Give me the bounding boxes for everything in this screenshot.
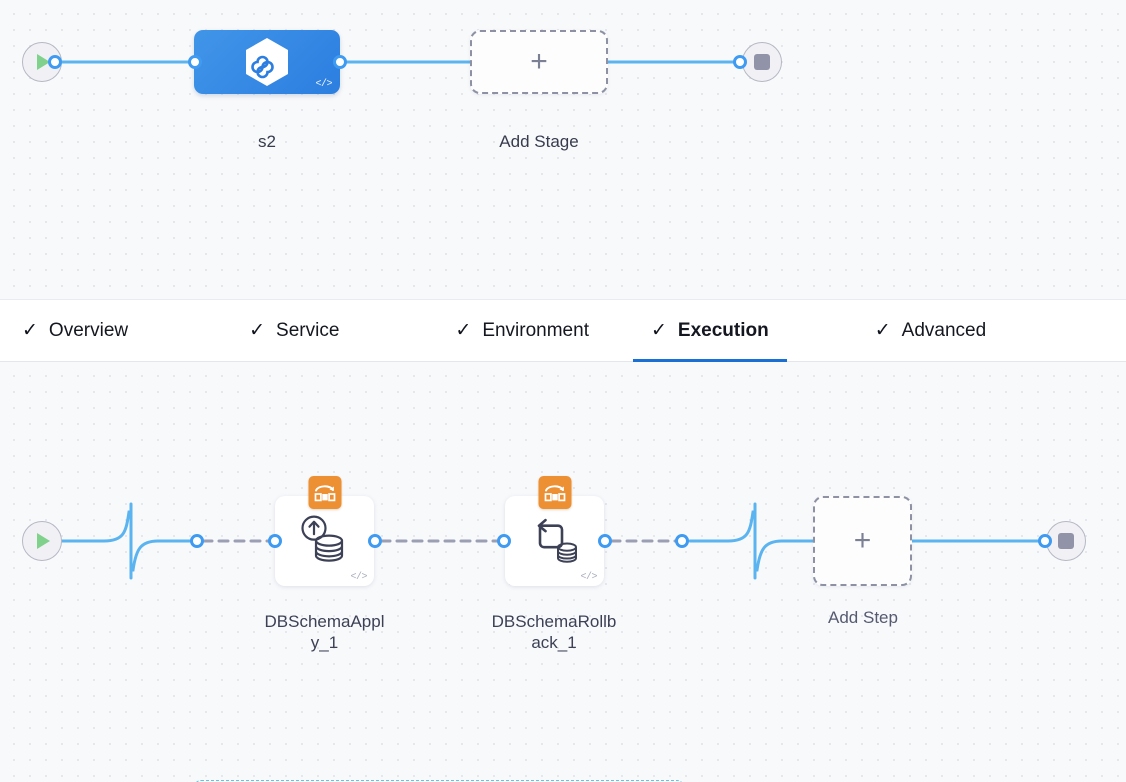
step-group-exit-port[interactable] xyxy=(675,534,689,548)
step-node-dbschemarollback-label: DBSchemaRollb ack_1 xyxy=(466,612,642,653)
code-icon[interactable]: </> xyxy=(350,572,367,583)
tab-advanced[interactable]: ✓ Advanced xyxy=(857,299,1004,362)
stage-s2-input-port[interactable] xyxy=(188,55,202,69)
play-icon xyxy=(37,54,50,70)
pipeline-stage-canvas[interactable]: </> s2 + Add Stage xyxy=(0,0,1126,299)
step-apply-input-port[interactable] xyxy=(268,534,282,548)
plus-icon: + xyxy=(853,524,872,557)
step-rollback-input-port[interactable] xyxy=(497,534,511,548)
stage-s2-output-port[interactable] xyxy=(333,55,347,69)
stage-end-port[interactable] xyxy=(733,55,747,69)
step-label-line-1: DBSchemaAppl xyxy=(264,612,385,631)
check-icon: ✓ xyxy=(874,320,891,341)
db-schema-migration-badge-icon xyxy=(538,476,571,509)
play-icon xyxy=(37,533,50,549)
step-start-node[interactable] xyxy=(22,521,62,561)
add-step-label: Add Step xyxy=(828,608,898,627)
stage-config-tabs[interactable]: ✓ Overview ✓ Service ✓ Environment ✓ Exe… xyxy=(0,299,1126,362)
step-label-line-2: ack_1 xyxy=(531,632,577,652)
check-icon: ✓ xyxy=(22,320,38,341)
stage-node-s2-label: s2 xyxy=(258,132,276,151)
tab-environment-label: Environment xyxy=(482,319,589,341)
stop-icon xyxy=(1058,533,1074,549)
step-end-node[interactable] xyxy=(1046,521,1086,561)
database-rollback-arrow-icon xyxy=(526,513,584,571)
step-rollback-output-port[interactable] xyxy=(598,534,612,548)
tab-environment[interactable]: ✓ Environment xyxy=(437,299,607,362)
step-node-dbschemaapply-label: DBSchemaAppl y_1 xyxy=(239,612,410,653)
plus-icon: + xyxy=(530,45,548,78)
tab-service-label: Service xyxy=(276,319,340,341)
step-node-dbschemaapply[interactable]: </> xyxy=(275,476,374,586)
add-stage-button[interactable]: + xyxy=(470,30,608,94)
tab-overview[interactable]: ✓ Overview xyxy=(4,299,146,362)
tab-overview-label: Overview xyxy=(48,319,129,341)
execution-steps-canvas[interactable]: stepGroup1 xyxy=(0,362,1126,782)
add-stage-label: Add Stage xyxy=(499,132,579,151)
hexagon-infinity-icon xyxy=(243,36,291,88)
step-end-port[interactable] xyxy=(1038,534,1052,548)
step-label-line-2: y_1 xyxy=(310,632,339,652)
tab-execution-label: Execution xyxy=(677,319,769,341)
stop-icon xyxy=(754,54,770,70)
check-icon: ✓ xyxy=(249,320,266,341)
step-label-line-1: DBSchemaRollb xyxy=(491,612,617,631)
db-schema-migration-badge-icon xyxy=(308,476,341,509)
stage-node-s2[interactable]: </> xyxy=(194,30,340,94)
tab-advanced-label: Advanced xyxy=(901,319,987,341)
code-icon[interactable]: </> xyxy=(580,572,597,583)
tab-service[interactable]: ✓ Service xyxy=(231,299,357,362)
check-icon: ✓ xyxy=(650,320,667,341)
tab-execution[interactable]: ✓ Execution xyxy=(632,299,787,362)
database-apply-up-arrow-icon xyxy=(296,513,354,571)
stage-start-port[interactable] xyxy=(48,55,62,69)
step-apply-output-port[interactable] xyxy=(368,534,382,548)
step-group-entry-port[interactable] xyxy=(190,534,204,548)
stage-end-node[interactable] xyxy=(742,42,782,82)
check-icon: ✓ xyxy=(455,320,472,341)
add-step-button[interactable]: + xyxy=(813,496,912,586)
code-icon[interactable]: </> xyxy=(315,79,332,90)
step-node-dbschemarollback[interactable]: </> xyxy=(505,476,604,586)
